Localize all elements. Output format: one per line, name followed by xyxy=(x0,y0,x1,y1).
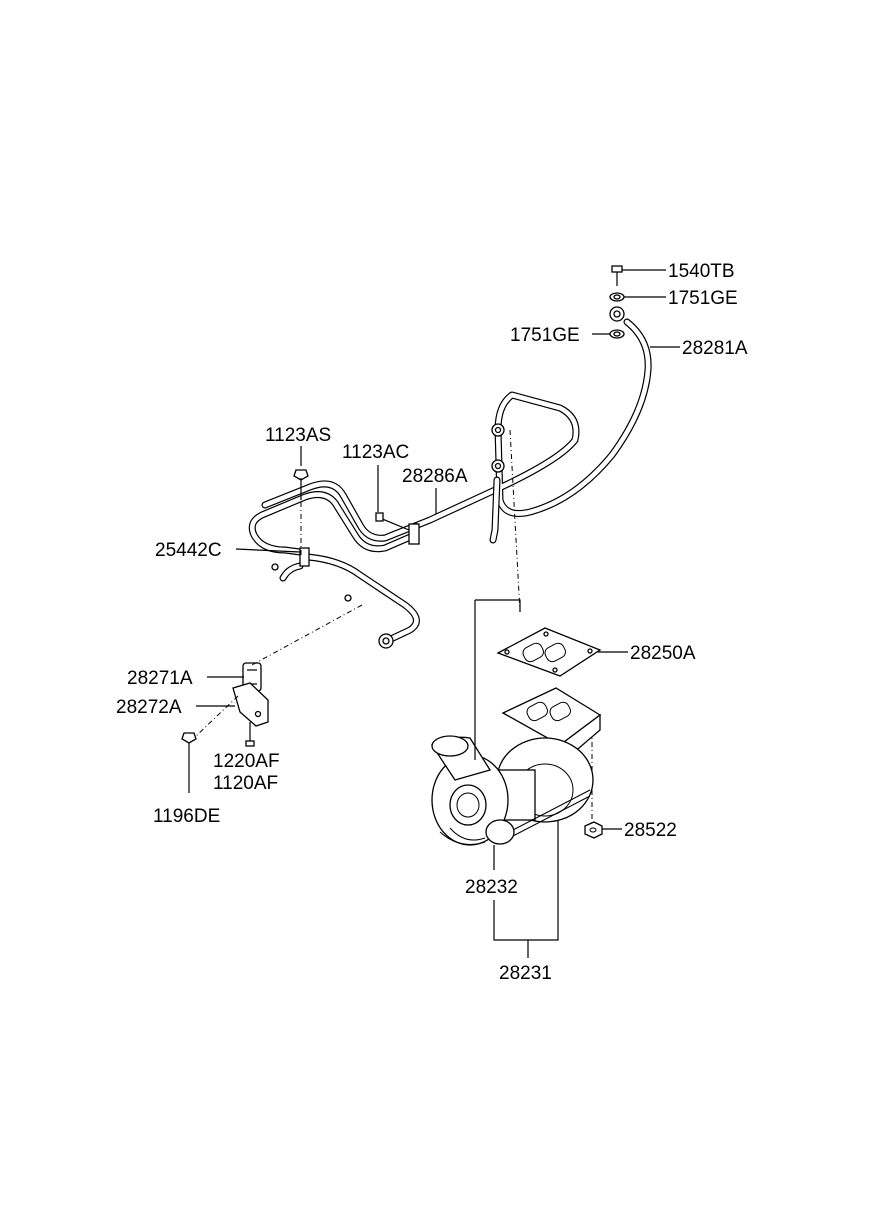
label-1123AS: 1123AS xyxy=(265,425,331,446)
label-1220AF: 1220AF xyxy=(213,751,280,772)
bolt-1196DE-icon xyxy=(181,732,197,793)
turbocharger-28231-icon xyxy=(431,687,602,846)
label-1751GE-lower: 1751GE xyxy=(510,325,580,346)
assembly-line xyxy=(251,604,363,666)
label-28272A: 28272A xyxy=(116,697,182,718)
assembly-line xyxy=(195,695,239,737)
bolt-1540TB-icon xyxy=(611,265,623,286)
label-1751GE-upper: 1751GE xyxy=(668,288,738,309)
label-1196DE: 1196DE xyxy=(153,806,220,827)
label-25442C: 25442C xyxy=(155,540,222,561)
hose-clamp-25442C-icon xyxy=(271,547,352,602)
washer-1751GE-lower-icon xyxy=(609,329,625,339)
label-28281A: 28281A xyxy=(682,338,748,359)
bolt-1220AF-icon xyxy=(245,722,255,747)
label-1540TB: 1540TB xyxy=(668,261,735,282)
label-28286A: 28286A xyxy=(402,466,468,487)
gasket-28250A-icon xyxy=(496,627,602,677)
clip-1123AC-icon xyxy=(375,512,420,545)
label-28522: 28522 xyxy=(624,820,677,841)
banjo-fitting-icon xyxy=(609,306,625,322)
oil-return-pipe-28286A xyxy=(248,476,501,642)
oil-feed-pipe-28281A xyxy=(411,318,652,530)
label-28250A: 28250A xyxy=(630,643,696,664)
bracket-28272A-icon xyxy=(232,682,269,727)
label-1123AC: 1123AC xyxy=(342,442,409,463)
pipe-eye-fitting-icon xyxy=(378,423,505,649)
label-28231: 28231 xyxy=(499,963,552,984)
label-28232: 28232 xyxy=(465,877,518,898)
washer-1751GE-upper-icon xyxy=(609,292,625,302)
label-28271A: 28271A xyxy=(127,668,193,689)
assembly-line xyxy=(509,429,521,613)
label-1120AF: 1120AF xyxy=(213,773,278,794)
nut-28522-icon xyxy=(584,821,603,839)
leader-lines xyxy=(196,269,680,958)
